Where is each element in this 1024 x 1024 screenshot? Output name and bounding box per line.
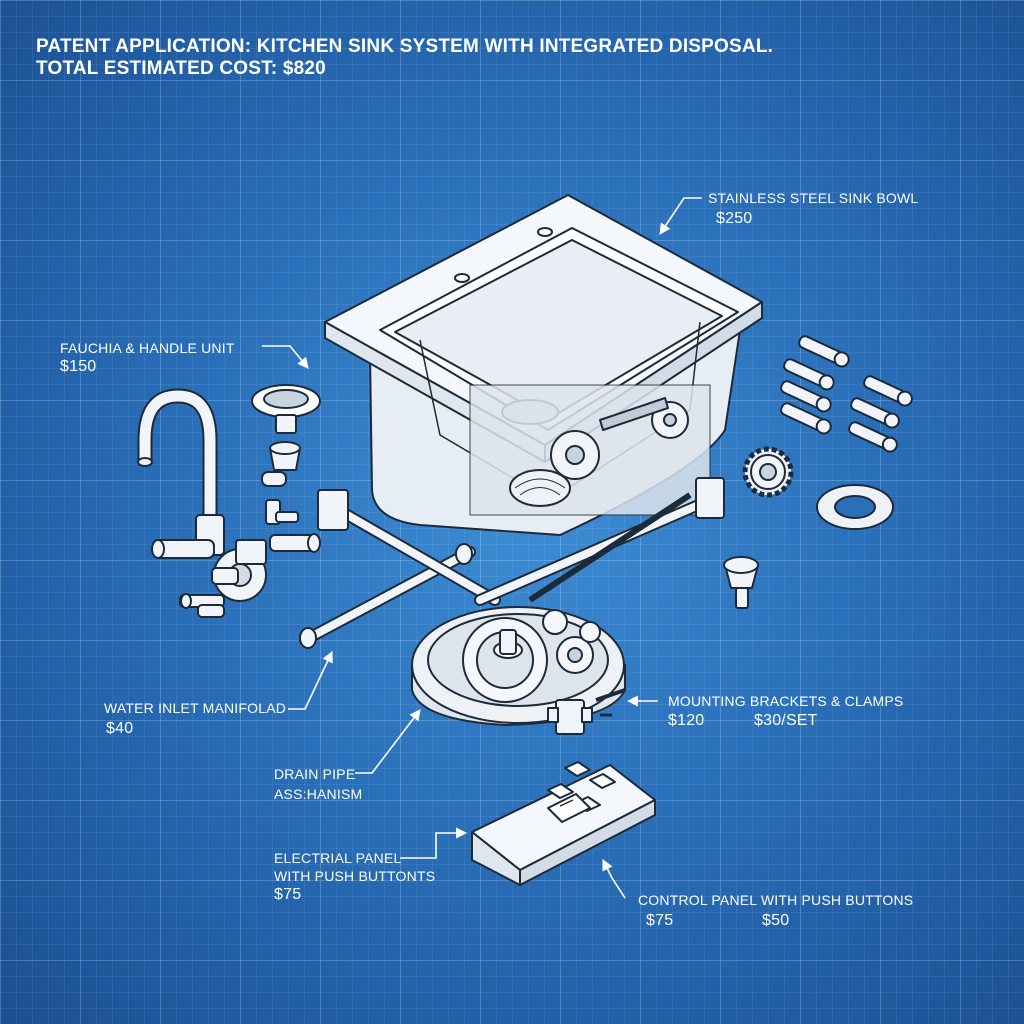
sink-bowl-label: STAINLESS STEEL SINK BOWL [708, 190, 919, 206]
faucet-assembly [137, 384, 321, 618]
water-inlet-label: WATER INLET MANIFOLAD [104, 700, 287, 716]
electrical-price: $75 [274, 886, 302, 903]
control-panel-price: $75 [646, 912, 674, 929]
sink-bowl-price: $250 [716, 210, 753, 227]
water-inlet-manifold [299, 477, 725, 649]
leader-lines [262, 197, 702, 899]
faucet-label: FAUCHIA & HANDLE UNIT [60, 340, 235, 356]
electrical-label-line1: ELECTRIAL PANEL [274, 850, 402, 866]
sink-bowl [324, 194, 763, 536]
faucet-price: $150 [60, 358, 97, 375]
drain-label-line2: ASS:HANISM [274, 786, 363, 802]
total-cost: TOTAL ESTIMATED COST: $820 [36, 58, 326, 79]
mounting-price: $120 [668, 712, 705, 729]
control-panel-label: CONTROL PANEL WITH PUSH BUTTONS [638, 892, 914, 908]
hardware-parts [723, 335, 913, 609]
mounting-price-per-set: $30/SET [754, 712, 818, 729]
drain-label-line1: DRAIN PIPE [274, 766, 356, 782]
control-panel [471, 761, 656, 886]
control-panel-price-2: $50 [762, 912, 790, 929]
electrical-label-line2: WITH PUSH BUTTONTS [274, 868, 436, 884]
page-title: PATENT APPLICATION: KITCHEN SINK SYSTEM … [36, 36, 774, 57]
disposal-unit [411, 606, 626, 735]
mounting-label: MOUNTING BRACKETS & CLAMPS [668, 693, 904, 709]
water-inlet-price: $40 [106, 720, 134, 737]
